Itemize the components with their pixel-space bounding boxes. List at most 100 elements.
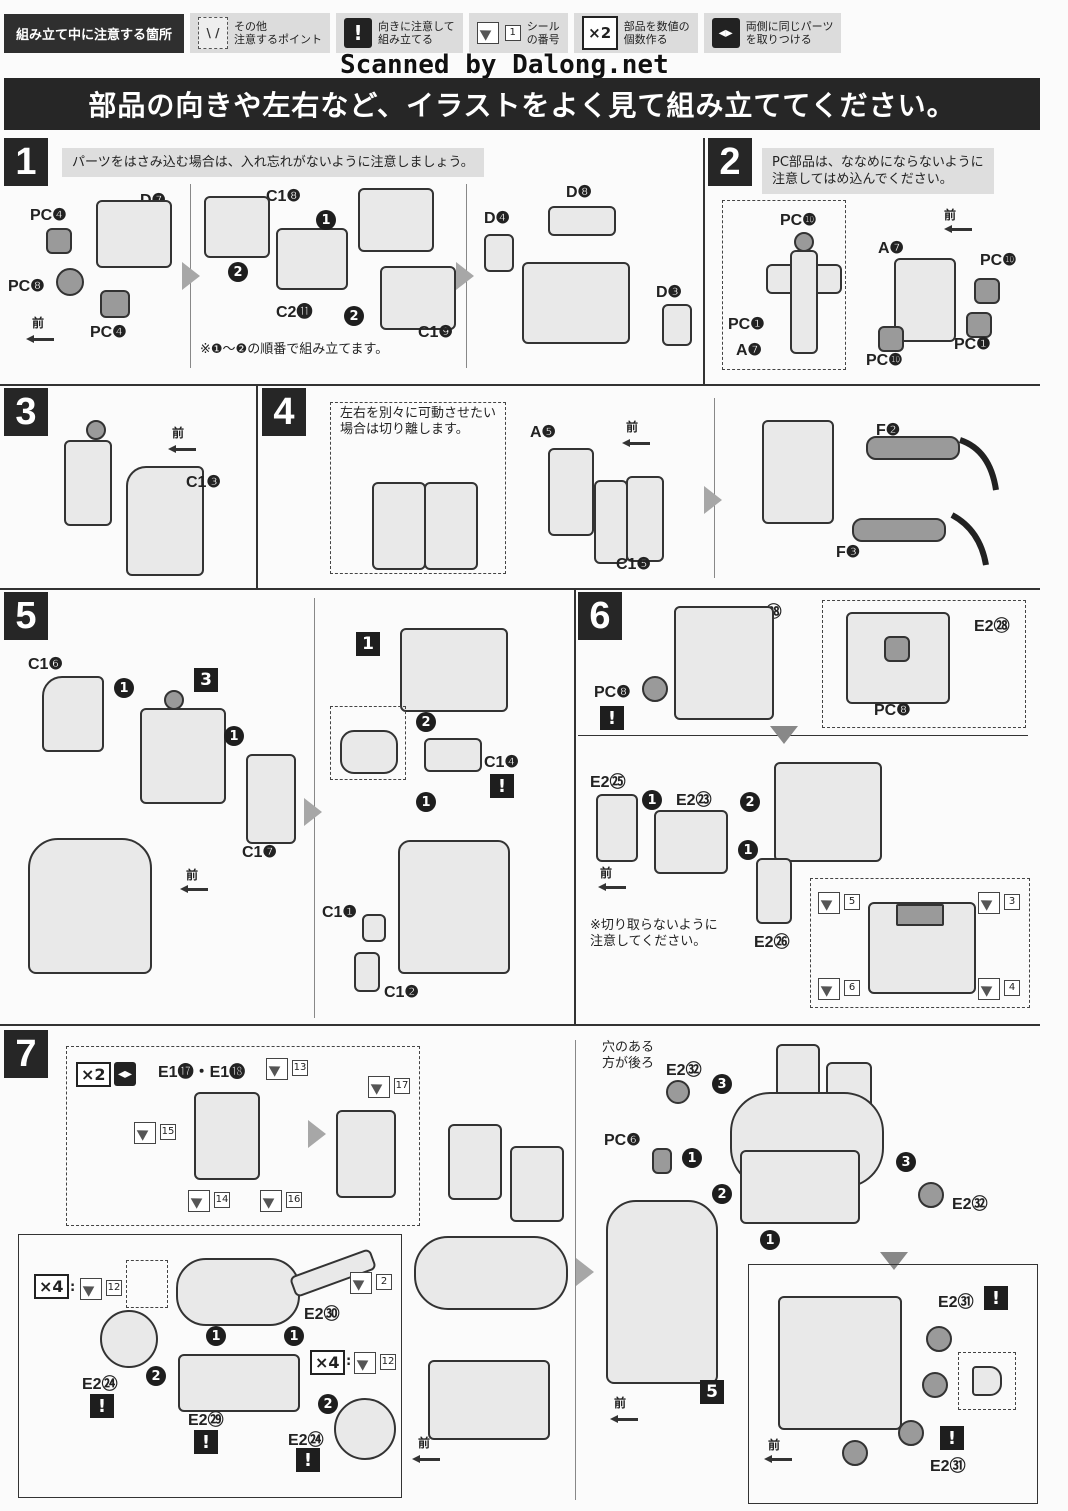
detail-inset	[722, 200, 846, 370]
part-label: C1❼	[242, 844, 277, 861]
order-marker: 1	[284, 1326, 304, 1346]
part-label: PC❽	[8, 278, 45, 295]
divider	[575, 1040, 576, 1500]
part-label: D❹	[484, 210, 510, 227]
part-label: E2㉓	[676, 792, 712, 809]
front-label: 前	[944, 208, 957, 222]
sticker-icon	[188, 1190, 210, 1212]
order-marker: 2	[146, 1366, 166, 1386]
small-part-illustration	[484, 234, 514, 272]
order-marker: 3	[896, 1152, 916, 1172]
order-marker: 3	[712, 1074, 732, 1094]
order-marker: 2	[228, 262, 248, 282]
multiply-icon: ×4	[310, 1350, 345, 1375]
sticker-icon	[818, 978, 840, 1000]
front-arrow-icon	[610, 1415, 638, 1423]
skirt-armor-illustration	[594, 480, 628, 564]
front-label: 前	[614, 1396, 627, 1410]
waist-hoses-illustration	[28, 838, 152, 974]
sticker-number: 4	[1004, 980, 1020, 996]
poly-cap-illustration	[652, 1148, 672, 1174]
part-label: E2㉖	[754, 934, 790, 951]
next-arrow-icon	[456, 262, 474, 290]
front-arrow-icon	[26, 335, 54, 343]
part-label: A❺	[530, 424, 556, 441]
front-label: 前	[32, 316, 45, 330]
skirt-armor-illustration	[126, 466, 204, 576]
part-label: E2㉜	[952, 1196, 988, 1213]
front-arrow-icon	[412, 1455, 440, 1463]
detail-inset	[66, 1046, 420, 1226]
part-label: F❸	[836, 544, 861, 561]
nozzle-cap-illustration	[334, 1398, 396, 1460]
skirt-armor-illustration	[626, 476, 664, 562]
armor-part-illustration	[380, 266, 456, 330]
legend-item-orientation: ! 向きに注意して 組み立てる	[336, 13, 463, 53]
part-label: PC❻	[604, 1132, 641, 1149]
poly-cap-illustration	[884, 636, 910, 662]
front-label: 前	[186, 868, 199, 882]
part-label: E2㉕	[590, 774, 626, 791]
exclamation-icon: !	[296, 1448, 320, 1472]
poly-cap-illustration	[56, 268, 84, 296]
step-ref: 5	[700, 1380, 724, 1404]
legend-title: 組み立て中に注意する箇所	[4, 13, 185, 53]
order-marker: 1	[738, 840, 758, 860]
sticker-number: 2	[376, 1274, 392, 1290]
side-part-illustration	[756, 858, 792, 924]
order-marker: 1	[760, 1230, 780, 1250]
sticker-number: 12	[106, 1280, 122, 1296]
next-arrow-icon	[304, 798, 322, 826]
hose-part-illustration	[852, 518, 946, 542]
nozzle-part-illustration	[898, 1420, 924, 1446]
front-label: 前	[172, 426, 185, 440]
step-ref: 3	[194, 668, 218, 692]
part-label: PC❿	[980, 252, 1017, 269]
collar-part-illustration	[424, 738, 482, 772]
page-banner: 部品の向きや左右など、イラストをよく見て組み立ててください。	[4, 78, 1040, 130]
part-label: PC❽	[874, 702, 911, 719]
part-label: E2㉜	[666, 1062, 702, 1079]
front-arrow-icon	[598, 883, 626, 891]
next-arrow-icon	[770, 726, 798, 744]
order-marker: 2	[416, 712, 436, 732]
exclamation-icon: !	[940, 1426, 964, 1450]
sticker-number: 5	[844, 894, 860, 910]
backpack-rear-illustration	[778, 1296, 902, 1430]
small-part-illustration	[354, 952, 380, 992]
thruster-mount-illustration	[510, 1146, 564, 1222]
front-label: 前	[626, 420, 639, 434]
detail-inset	[330, 706, 406, 780]
poly-cap-illustration	[974, 278, 1000, 304]
backpack-tank-illustration	[414, 1236, 568, 1310]
stem-part-illustration	[790, 250, 818, 354]
part-label: C1❺	[616, 556, 651, 573]
poly-cap-illustration	[100, 290, 130, 318]
orientation-note: 穴のある 方が後ろ	[602, 1040, 655, 1071]
part-label: E2㉛	[930, 1458, 966, 1475]
order-marker: 1	[642, 790, 662, 810]
divider	[0, 588, 1040, 590]
poly-cap-illustration	[878, 326, 904, 352]
part-label: A❼	[736, 342, 762, 359]
nozzle-detail-illustration	[972, 1366, 1002, 1396]
nozzle-part-illustration	[926, 1326, 952, 1352]
order-marker: 2	[712, 1184, 732, 1204]
step-number: 5	[4, 592, 48, 640]
legend-text: 部品を数値の 個数作る	[623, 20, 690, 46]
next-arrow-icon	[576, 1258, 594, 1286]
part-label: C1❹	[484, 754, 519, 771]
assembled-body-illustration	[522, 262, 630, 344]
front-arrow-icon	[944, 225, 972, 233]
order-marker: 1	[224, 726, 244, 746]
cockpit-part-illustration	[654, 810, 728, 874]
cut-note: 左右を別々に可動させたい 場合は切り離します。	[340, 406, 497, 437]
chest-frame-illustration	[674, 606, 774, 720]
part-label: C1❷	[384, 984, 419, 1001]
part-label: C1❻	[28, 656, 63, 673]
watermark: Scanned by Dalong.net	[340, 50, 669, 80]
tank-inner-illustration	[178, 1354, 300, 1412]
sticker-icon	[350, 1272, 372, 1294]
multiply-icon: ×4	[34, 1274, 69, 1299]
poly-cap-illustration	[966, 312, 992, 338]
